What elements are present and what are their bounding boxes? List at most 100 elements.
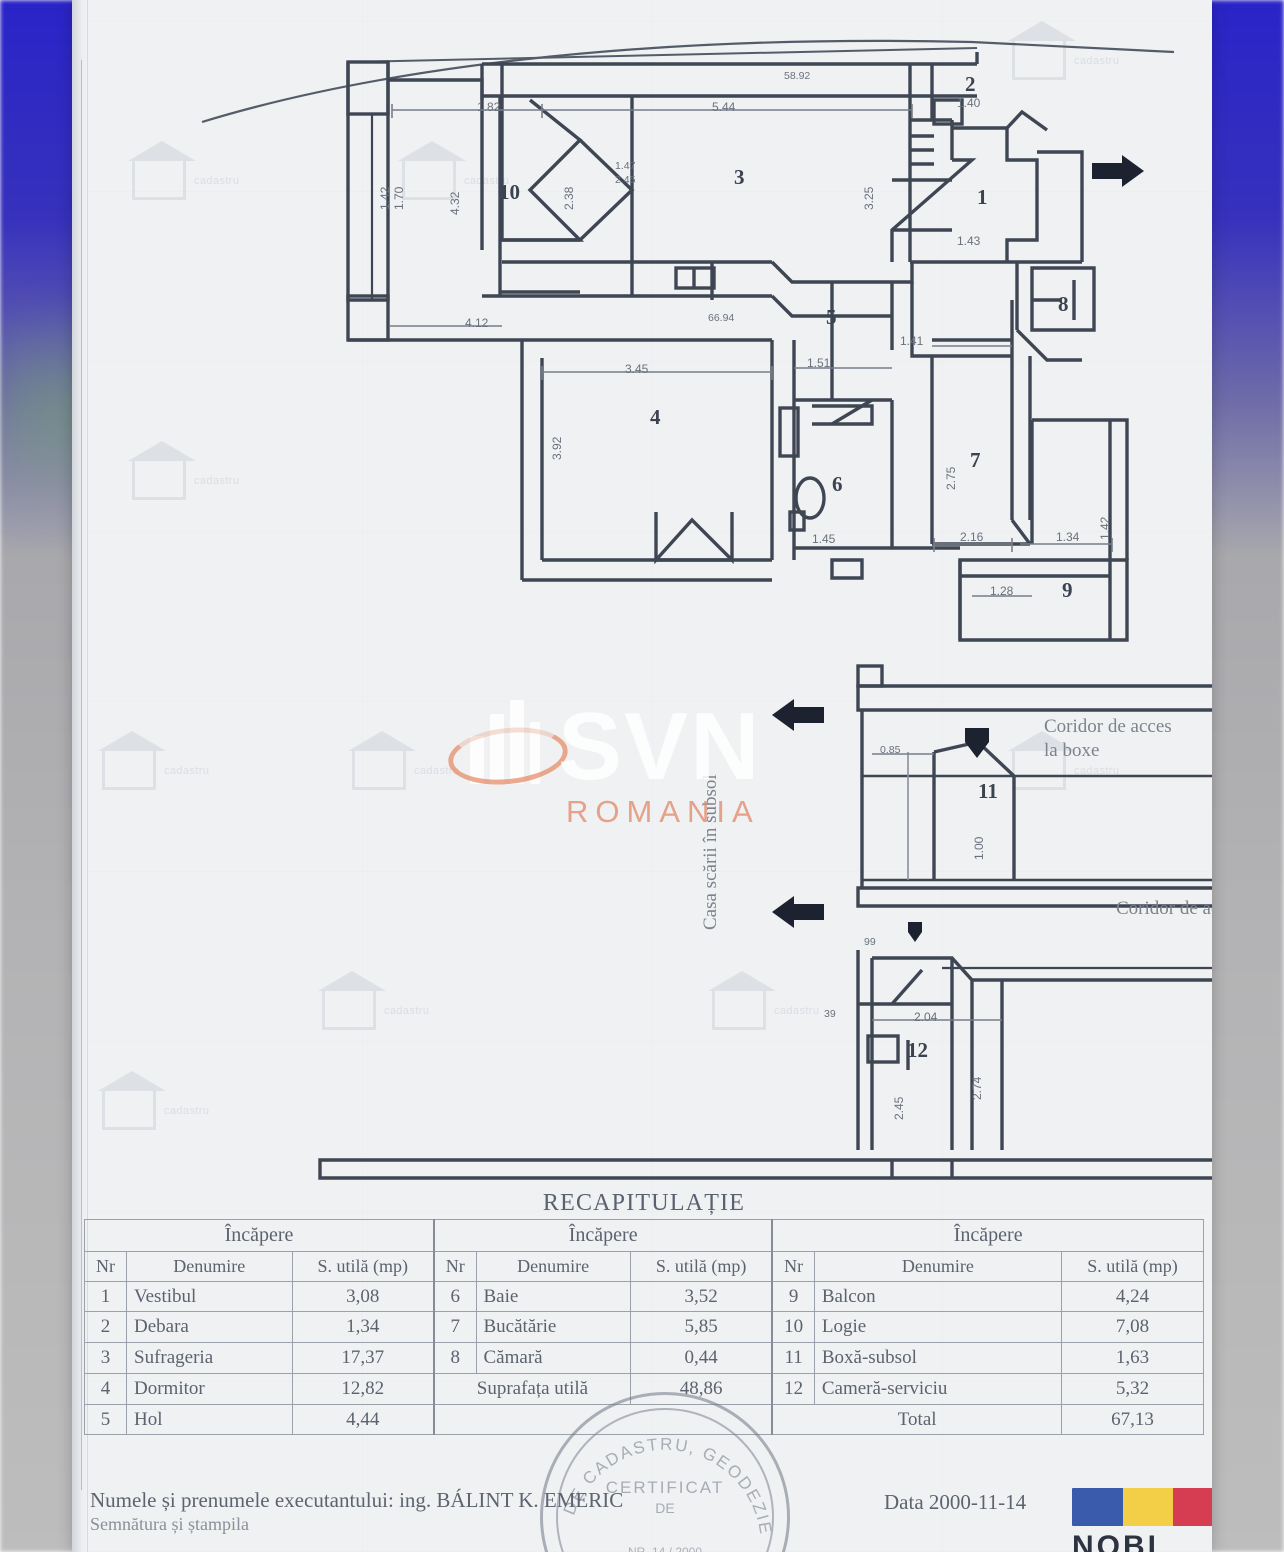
table-column-header-row: Nr Denumire S. utilă (mp) Nr Denumire S.… [84,1251,1204,1282]
dimension-text: 1.51 [807,356,831,370]
room-number-1: 1 [977,185,988,209]
dimension-text: 1.82 [477,100,501,114]
suprafata-utila-label: Suprafața utilă [432,1372,631,1405]
cell-name: Boxă-subsol [813,1342,1063,1374]
cell-name: Debara [126,1311,293,1343]
dimension-text: 5.44 [712,100,736,114]
col-name-2: Denumire [475,1251,631,1282]
agency-watermark-tile: cadastru [398,141,509,200]
agency-watermark-tile: cadastru [128,141,239,200]
document-footer: Numele și prenumele executantului: ing. … [84,1488,1212,1552]
cell-nr: 2 [84,1311,127,1343]
room-number-2: 2 [965,72,976,96]
col-area-2: S. utilă (mp) [629,1251,773,1282]
cell-name: Balcon [813,1280,1063,1313]
dimension-text: 4.12 [465,316,489,330]
agency-watermark-tile: cadastru [98,1071,209,1130]
house-icon [398,141,466,200]
executant-label-text: Numele și prenumele executantului: ing. [90,1488,432,1512]
house-icon [708,971,776,1030]
dimension-text: 58.92 [784,70,811,82]
cell-nr: 9 [771,1280,815,1313]
house-icon [128,441,196,500]
table-row: 4 Dormitor 12,82 Suprafața utilă 48,86 1… [84,1372,1204,1405]
room-number-12: 12 [907,1038,928,1062]
dimension-text: 1.40 [957,96,981,110]
table-row: 2 Debara 1,34 7 Bucătărie 5,85 10 Logie … [84,1311,1204,1343]
house-icon [98,731,166,790]
cell-name: Cameră-serviciu [813,1372,1063,1405]
agency-watermark-tile: cadastru [98,731,209,790]
room-number-9: 9 [1062,578,1073,602]
room-number-5: 5 [826,305,837,329]
document-date: Data 2000-11-14 [884,1490,1027,1514]
agency-watermark-tile: cadastru [128,441,239,500]
cell-area: 4,24 [1061,1280,1204,1313]
dimension-text: 0.85 [880,744,901,756]
dimension-text: 66.94 [708,312,735,324]
suprafata-utila-value: 48,86 [629,1372,773,1405]
table-row: 1 Vestibul 3,08 6 Baie 3,52 9 Balcon 4,2… [84,1280,1204,1313]
cell-nr: 7 [433,1311,477,1343]
cell-area: 1,63 [1061,1342,1204,1374]
cell-name: Cămară [475,1342,631,1374]
cell-name: Baie [475,1280,631,1313]
cell-area: 12,82 [291,1372,435,1405]
agency-watermark-tile: cadastru [708,971,819,1030]
romania-flag-icon [1072,1488,1212,1526]
scan-edge-artifact [72,0,88,1552]
room-number-8: 8 [1058,292,1069,316]
table-group-header-row: Încăpere Încăpere Încăpere [84,1219,1205,1252]
dimension-text: 39 [824,1008,836,1020]
label-coridor-acces-boxe-line1: Coridor de acces [1044,716,1172,737]
cell-nr: 4 [84,1372,127,1405]
room-schedule-table: Încăpere Încăpere Încăpere Nr Denumire S… [84,1219,1205,1436]
table-row: 5 Hol 4,44 Total 67,13 [84,1403,1204,1436]
executant-label: Numele și prenumele executantului: ing. … [90,1488,623,1513]
room-number-6: 6 [832,472,843,496]
cell-name: Bucătărie [475,1311,631,1343]
col-name-3: Denumire [813,1251,1063,1282]
cell-nr: 12 [771,1372,815,1405]
house-icon [98,1071,166,1130]
cell-area: 4,44 [291,1403,435,1436]
group-header-2: Încăpere [432,1219,773,1252]
house-icon [348,731,416,790]
cell-nr: 6 [433,1280,477,1313]
recapitulatie-title: RECAPITULAȚIE [542,1190,746,1216]
house-icon [318,971,386,1030]
agency-watermark-tile: cadastru [1008,731,1119,790]
dimension-text: 1.43 [957,234,981,248]
cell-area: 1,34 [291,1311,435,1343]
dimension-text: 99 [864,936,876,948]
dimension-text: 1.28 [990,584,1014,598]
dimension-text: 2.04 [914,1010,938,1024]
agency-watermark-tile: cadastru [348,731,459,790]
agency-watermark-tile: cadastru [318,971,429,1030]
signature-label: Semnătura și ștampila [90,1514,249,1534]
cell-nr: 1 [84,1280,127,1313]
cell-name: Logie [813,1311,1063,1343]
cell-nr: 11 [771,1342,815,1374]
group-header-1: Încăpere [84,1219,435,1252]
empty-cell [432,1403,773,1436]
dimension-text: 3.45 [625,362,649,376]
cell-nr: 10 [771,1311,815,1343]
room-number-4: 4 [650,405,661,429]
floor-plan-drawing: 10 3 2 1 8 5 4 6 7 9 11 12 Casa scării î… [72,0,1212,1552]
dimension-text: 2.16 [960,530,984,544]
cell-area: 0,44 [629,1342,773,1374]
col-nr-3: Nr [771,1251,815,1282]
house-icon [1008,21,1076,80]
col-name-1: Denumire [126,1251,293,1282]
room-number-3: 3 [734,165,745,189]
cell-name: Dormitor [126,1372,293,1405]
cell-area: 7,08 [1061,1311,1204,1343]
cell-nr: 3 [84,1342,127,1374]
floor-plan-svg [201,39,1212,1180]
cell-area: 17,37 [291,1342,435,1374]
dimension-text: 1.45 [812,532,836,546]
cell-area: 3,08 [291,1280,435,1313]
house-icon [1008,731,1076,790]
scanned-document-page: cadastru cadastru cadastru cadastru cada… [72,0,1212,1552]
